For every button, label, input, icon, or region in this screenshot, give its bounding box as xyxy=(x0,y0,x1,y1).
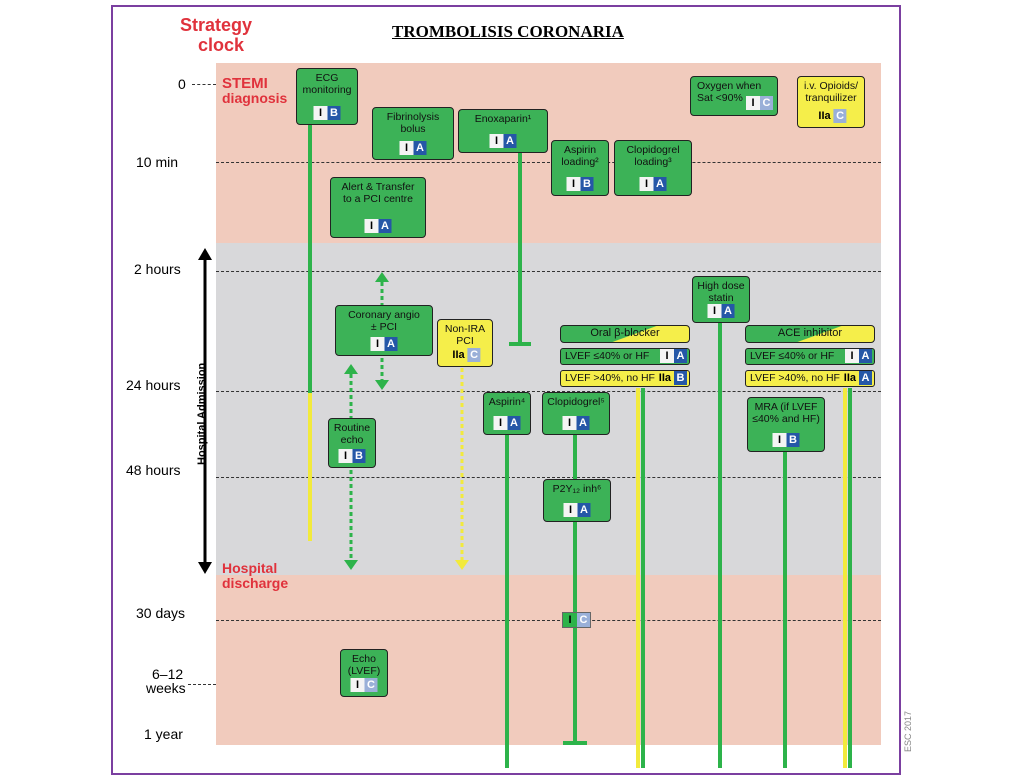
time-label-30d: 30 days xyxy=(136,605,186,621)
aspirin-line xyxy=(505,434,509,768)
ecg-line xyxy=(308,125,312,393)
nonira-dotted-arrow xyxy=(455,368,469,570)
time-label-0: 0 xyxy=(178,76,186,92)
angio-dotted-arrow xyxy=(375,272,389,390)
copyright-text: ESC 2017 xyxy=(903,710,913,752)
admission-arrow xyxy=(198,248,212,574)
ace-inhibitor-header: ACE inhibitor xyxy=(745,325,875,343)
p2y12-line xyxy=(573,521,577,745)
bb-green-line xyxy=(641,388,645,768)
bb-yellow-line xyxy=(636,388,640,768)
time-label-6-12: 6–12 xyxy=(152,666,184,682)
continuation-stubs xyxy=(505,748,852,768)
line-24h xyxy=(216,391,881,392)
tick-0 xyxy=(192,84,216,85)
beta-blocker-header: Oral β-blocker xyxy=(560,325,690,343)
strategy-clock-label: Strategy clock xyxy=(180,15,253,55)
post-discharge-band xyxy=(216,575,881,745)
hospital-discharge-label: Hospital discharge xyxy=(222,560,289,591)
stemi-diagnosis-label: STEMI diagnosis xyxy=(222,75,288,106)
statin-line xyxy=(718,322,722,768)
echo-dotted-arrow xyxy=(344,364,358,570)
ace-yellow-line xyxy=(843,388,847,768)
mra-line xyxy=(783,452,787,768)
tick-weeks xyxy=(188,684,216,685)
line-10min xyxy=(216,162,881,163)
enoxaparin-end xyxy=(509,342,531,346)
ace-green-line xyxy=(848,388,852,768)
time-label-10min: 10 min xyxy=(136,154,179,170)
page-title: TROMBOLISIS CORONARIA xyxy=(392,22,624,41)
line-30d xyxy=(216,620,881,621)
enoxaparin-line xyxy=(518,152,522,344)
time-label-24h: 24 hours xyxy=(126,377,181,393)
line-2h xyxy=(216,271,881,272)
time-label-2h: 2 hours xyxy=(134,261,181,277)
ecg-yellow-line xyxy=(308,393,312,541)
p2y12-end xyxy=(563,741,587,745)
time-label-weeks: weeks xyxy=(146,680,186,696)
hospital-admission-label: Hospital Admission xyxy=(196,362,208,465)
line-48h xyxy=(216,477,881,478)
time-label-1y: 1 year xyxy=(144,726,183,742)
clopidogrel-line xyxy=(573,434,577,484)
time-label-48h: 48 hours xyxy=(126,462,181,478)
